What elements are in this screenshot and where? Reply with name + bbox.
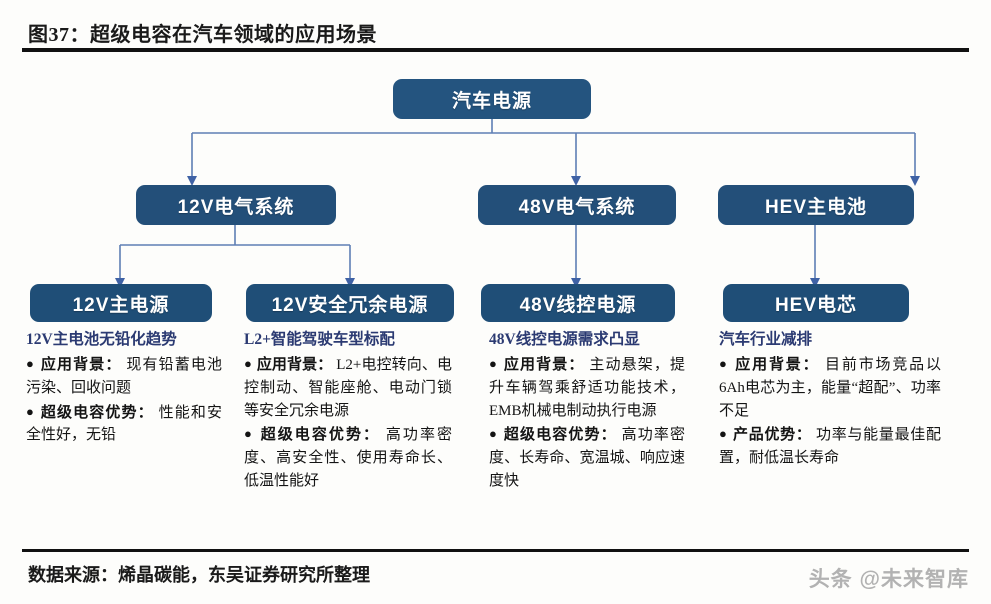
bullet-icon: ● [244,426,254,442]
node-12v-redundant-power[interactable]: 12V安全冗余电源 [246,284,454,322]
node-hev-cell[interactable]: HEV电芯 [723,284,909,322]
node-12v-main-power[interactable]: 12V主电源 [30,284,212,322]
bullet-icon: ● [719,426,728,442]
item-text: 高功率密度、长寿命、宽温城、响应速度快 [489,427,685,489]
footer-divider [22,549,969,552]
item-text: 目前市场竞品以6Ah电芯为主，能量“超配”、功率不足 [719,356,942,419]
column-heading: 12V主电池无铅化趋势 [26,331,177,348]
item-lead: 超级电容优势： [503,427,617,444]
column-heading: 48V线控电源需求凸显 [489,331,640,348]
column-item: ● 应用背景： 主动悬架，提升车辆驾乘舒适功能技术，EMB机械电制动执行电源 [489,354,685,422]
column-item: ● 产品优势： 功率与能量最佳配置，耐低温长寿命 [719,424,941,470]
node-48v-drive-by-wire-power[interactable]: 48V线控电源 [481,284,675,322]
column-12v-main-power: 12V主电池无铅化趋势 ● 应用背景： 现有铅蓄电池污染、回收问题 ● 超级电容… [26,330,222,447]
figure-title: 图37：超级电容在汽车领域的应用场景 [28,24,377,46]
node-label: 48V线控电源 [519,294,637,316]
bullet-icon: ● [244,355,252,371]
column-48v-drive-by-wire: 48V线控电源需求凸显 ● 应用背景： 主动悬架，提升车辆驾乘舒适功能技术，EM… [489,330,685,493]
node-label: 48V电气系统 [518,196,636,218]
item-lead: 超级电容优势： [260,427,381,444]
watermark: 头条 @未来智库 [808,568,969,591]
node-label: 12V电气系统 [177,196,295,218]
item-lead: 应用背景： [40,356,122,373]
item-text: L2+电控转向、电控制动、智能座舱、电动门锁等安全冗余电源 [244,356,453,419]
bullet-icon: ● [719,355,729,371]
column-item: ● 应用背景： 现有铅蓄电池污染、回收问题 [26,354,222,400]
item-lead: 产品优势： [733,427,812,444]
column-heading: 汽车行业减排 [719,331,813,348]
item-text: 高功率密度、高安全性、使用寿命长、低温性能好 [244,427,452,489]
item-lead: 应用背景： [503,356,585,373]
bullet-icon: ● [489,426,498,442]
item-lead: 超级电容优势： [40,404,154,421]
item-text: 现有铅蓄电池污染、回收问题 [26,356,222,396]
item-lead: 应用背景： [735,356,820,373]
item-text: 功率与能量最佳配置，耐低温长寿命 [719,427,941,467]
bullet-icon: ● [489,355,498,371]
node-label: 12V主电源 [72,294,170,316]
bullet-icon: ● [26,403,35,419]
column-hev-cell: 汽车行业减排 ● 应用背景： 目前市场竞品以6Ah电芯为主，能量“超配”、功率不… [719,330,941,470]
column-item: ● 应用背景： L2+电控转向、电控制动、智能座舱、电动门锁等安全冗余电源 [244,354,452,422]
column-12v-redundant-power: L2+智能驾驶车型标配 ● 应用背景： L2+电控转向、电控制动、智能座舱、电动… [244,330,452,493]
column-item: ● 应用背景： 目前市场竞品以6Ah电芯为主，能量“超配”、功率不足 [719,354,941,422]
source-note: 数据来源：烯晶碳能，东吴证券研究所整理 [28,565,370,585]
column-item: ● 超级电容优势： 性能和安全性好，无铅 [26,402,222,448]
node-48v-electrical-system[interactable]: 48V电气系统 [478,185,676,225]
node-12v-electrical-system[interactable]: 12V电气系统 [136,185,336,225]
node-label: HEV电芯 [774,294,858,316]
column-item: ● 超级电容优势： 高功率密度、高安全性、使用寿命长、低温性能好 [244,424,452,492]
bullet-icon: ● [26,355,35,371]
node-hev-main-battery[interactable]: HEV主电池 [718,185,914,225]
column-item: ● 超级电容优势： 高功率密度、长寿命、宽温城、响应速度快 [489,424,685,492]
column-heading: L2+智能驾驶车型标配 [244,331,395,348]
node-label: 12V安全冗余电源 [271,294,429,316]
node-root[interactable]: 汽车电源 [393,79,591,119]
item-lead: 应用背景： [256,356,333,373]
item-text: 性能和安全性好，无铅 [26,404,222,444]
title-divider [22,48,969,52]
node-root-label: 汽车电源 [451,90,532,112]
node-label: HEV主电池 [764,196,868,218]
item-text: 主动悬架，提升车辆驾乘舒适功能技术，EMB机械电制动执行电源 [489,356,685,419]
